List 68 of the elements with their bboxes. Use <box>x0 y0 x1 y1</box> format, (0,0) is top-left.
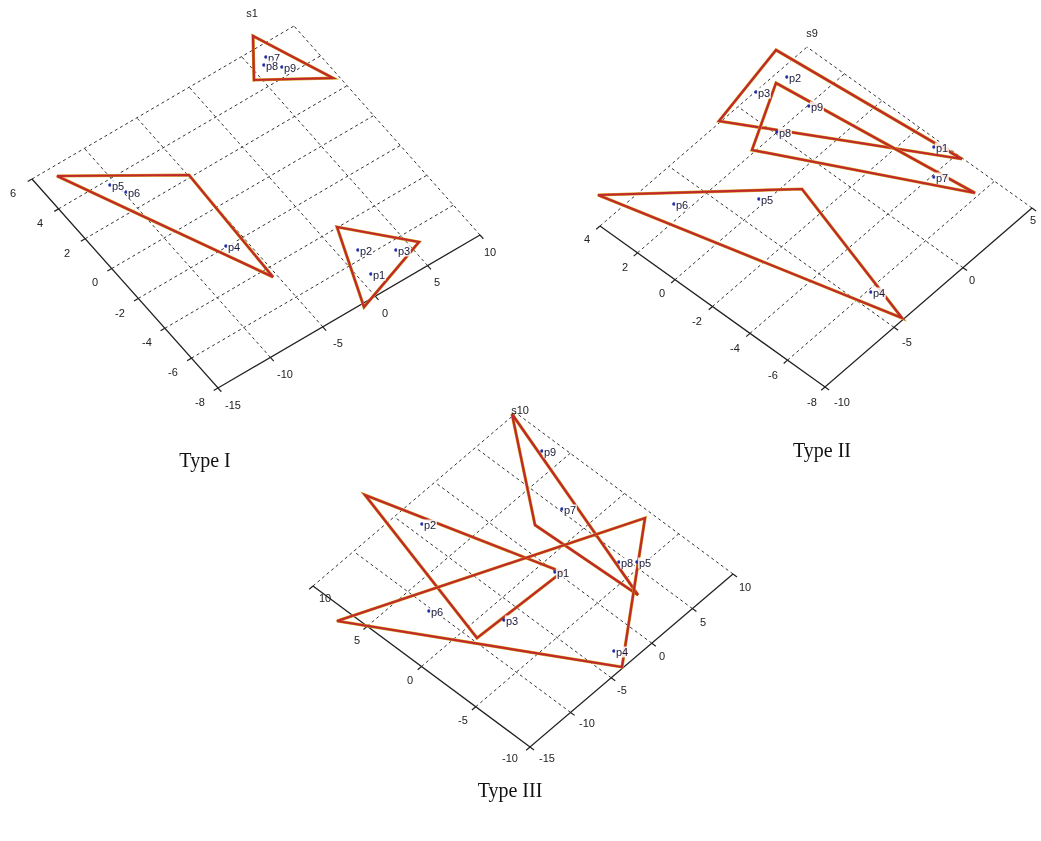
axis-tick-label: 5 <box>699 616 707 628</box>
axis-tick-label: -10 <box>834 396 850 408</box>
axis-tick-label: 0 <box>406 674 414 686</box>
axis-tick-label: 5 <box>1029 214 1037 226</box>
point-label: p8 <box>264 60 280 72</box>
axis-tick-label: -10 <box>277 368 293 380</box>
point-label: p9 <box>809 101 825 113</box>
point-label: p9 <box>542 446 558 458</box>
axis-tick-label: -5 <box>333 337 343 349</box>
point-label: p3 <box>504 615 520 627</box>
axis-tick-label: 5 <box>353 634 361 646</box>
point-label: p5 <box>637 557 653 569</box>
point-label: p6 <box>674 199 690 211</box>
axis-tick-label: -15 <box>225 399 241 411</box>
axis-tick-label: -2 <box>115 307 125 319</box>
axis-tick-label: -5 <box>902 336 912 348</box>
panel-caption: Type II <box>793 440 851 460</box>
axis-tick-label: -6 <box>168 366 178 378</box>
point-label: p3 <box>756 87 772 99</box>
axis-tick-label: 0 <box>381 307 389 319</box>
point-label: p4 <box>226 241 242 253</box>
point-label: p2 <box>787 72 803 84</box>
point-label: p4 <box>614 646 630 658</box>
axis-tick-label: 6 <box>9 187 17 199</box>
point-label: p8 <box>619 557 635 569</box>
axis-tick-label: -4 <box>730 342 740 354</box>
point-label: p1 <box>371 269 387 281</box>
axis-tick-label: 10 <box>483 246 497 258</box>
point-label: p3 <box>396 245 412 257</box>
axis-tick-label: -8 <box>195 396 205 408</box>
axis-tick-label: -4 <box>142 336 152 348</box>
axis-tick-label: -5 <box>617 684 627 696</box>
axis-tick-label: 5 <box>433 276 441 288</box>
point-label: p2 <box>358 245 374 257</box>
panel-caption: Type I <box>179 450 231 470</box>
point-label: p5 <box>759 194 775 206</box>
axis-tick-label: 10 <box>738 581 752 593</box>
point-label: p8 <box>777 127 793 139</box>
axis-tick-label: -10 <box>579 717 595 729</box>
point-label: p2 <box>422 519 438 531</box>
axis-tick-label: 0 <box>658 650 666 662</box>
plot-title: s1 <box>246 7 258 19</box>
point-label: p1 <box>555 567 571 579</box>
panel-caption: Type III <box>477 780 543 800</box>
point-label: p1 <box>934 142 950 154</box>
point-label: p4 <box>871 287 887 299</box>
axis-tick-label: 4 <box>36 217 44 229</box>
axis-tick-label: -2 <box>692 315 702 327</box>
axis-tick-label: 10 <box>318 592 332 604</box>
plot-title: s10 <box>511 404 529 416</box>
axis-tick-label: 0 <box>91 276 99 288</box>
axis-tick-label: 2 <box>621 261 629 273</box>
point-label: p6 <box>126 187 142 199</box>
axis-tick-label: 4 <box>583 233 591 245</box>
point-label: p7 <box>562 504 578 516</box>
point-label: p5 <box>110 180 126 192</box>
point-label: p6 <box>429 606 445 618</box>
plot-title: s9 <box>806 27 818 39</box>
axis-tick-label: 0 <box>658 287 666 299</box>
axis-tick-label: -15 <box>539 752 555 764</box>
axis-tick-label: -6 <box>768 369 778 381</box>
point-label: p9 <box>282 62 298 74</box>
axis-tick-label: 2 <box>63 247 71 259</box>
point-label: p7 <box>934 172 950 184</box>
axis-tick-label: -8 <box>807 396 817 408</box>
axis-tick-label: -5 <box>458 714 468 726</box>
axis-tick-label: 0 <box>968 274 976 286</box>
axis-tick-label: -10 <box>502 752 518 764</box>
